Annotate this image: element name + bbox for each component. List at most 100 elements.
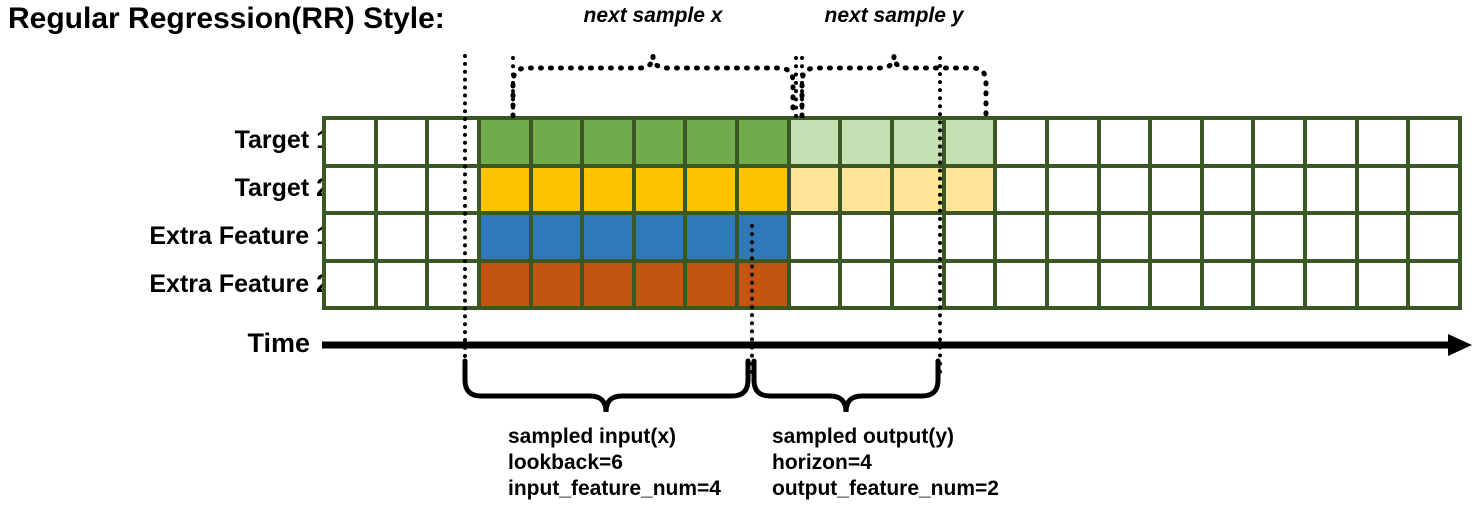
dotted-guide-input-start [463,54,467,374]
grid-cell-r0-c11 [894,120,942,164]
grid-cell-r0-c16 [1152,120,1200,164]
grid-cell-r3-c17 [1203,262,1252,306]
grid-cell-r1-c1 [377,167,426,211]
row-label-extra-feature-2: Extra Feature 2 [149,270,330,298]
grid-cell-r1-c8 [739,167,787,211]
grid-cell-r2-c5 [584,215,632,259]
grid-cell-r3-c2 [429,262,477,306]
grid-cell-r2-c6 [635,215,684,259]
grid-cell-r0-c0 [326,120,374,164]
grid-cell-r2-c18 [1255,215,1304,259]
grid-cell-r0-c15 [1100,120,1149,164]
grid-cell-r3-c5 [584,262,632,306]
grid-cell-r0-c20 [1358,120,1407,164]
grid-cell-r3-c3 [480,262,529,306]
grid-cell-r2-c1 [377,215,426,259]
top-brace-caption-next-sample-x: next sample x [583,4,723,27]
grid-cell-r1-c15 [1100,167,1149,211]
grid-cell-r2-c13 [997,215,1045,259]
grid-cell-r2-c3 [480,215,529,259]
grid-cell-r2-c12 [945,215,994,259]
grid-cell-r1-c3 [480,167,529,211]
time-axis-arrow [322,334,1472,356]
grid-cell-r3-c4 [532,262,581,306]
grid-cell-r1-c18 [1255,167,1304,211]
row-label-target-1: Target 1 [234,126,330,154]
grid-cell-r0-c17 [1203,120,1252,164]
grid-cell-r1-c4 [532,167,581,211]
grid-cell-r2-c21 [1410,215,1458,259]
grid-cell-r0-c21 [1410,120,1458,164]
bottom-caption-output-line-3: output_feature_num=2 [772,477,999,500]
grid-cell-r2-c11 [894,215,942,259]
grid-cell-r2-c10 [842,215,890,259]
bottom-caption-input-line-3: input_feature_num=4 [508,477,721,500]
grid-cell-r1-c2 [429,167,477,211]
grid-cell-r1-c21 [1410,167,1458,211]
grid-cell-r1-c6 [635,167,684,211]
bottom-caption-output-line-2: horizon=4 [772,451,872,474]
grid-cell-r2-c9 [790,215,839,259]
grid-cell-r3-c20 [1358,262,1407,306]
grid-cell-r0-c6 [635,120,684,164]
grid-cell-r3-c0 [326,262,374,306]
grid-cell-r0-c4 [532,120,581,164]
grid-cell-r0-c5 [584,120,632,164]
grid-cell-r3-c14 [1048,262,1097,306]
grid-cell-r2-c7 [687,215,736,259]
bottom-caption-input-line-1: sampled input(x) [508,425,677,448]
grid-cell-r3-c1 [377,262,426,306]
grid-cell-r2-c15 [1100,215,1149,259]
grid-cell-r2-c0 [326,215,374,259]
grid-cell-r3-c18 [1255,262,1304,306]
grid-cell-r0-c1 [377,120,426,164]
bottom-brace-caption-output: sampled output(y) horizon=4 output_featu… [772,424,999,502]
grid-cell-r2-c2 [429,215,477,259]
grid-cell-r1-c13 [997,167,1045,211]
grid-cell-r1-c17 [1203,167,1252,211]
page-title: Regular Regression(RR) Style: [8,2,445,35]
grid-cell-r0-c2 [429,120,477,164]
dotted-guide-x-brace-right [794,56,798,118]
grid-cell-r0-c19 [1307,120,1355,164]
timeseries-grid [322,116,1462,310]
grid-cell-r2-c16 [1152,215,1200,259]
grid-cell-r1-c10 [842,167,890,211]
grid-cell-r1-c14 [1048,167,1097,211]
grid-cell-r2-c20 [1358,215,1407,259]
grid-cell-r2-c8 [739,215,787,259]
grid-cell-r3-c12 [945,262,994,306]
grid-cell-r3-c11 [894,262,942,306]
grid-cell-r0-c12 [945,120,994,164]
grid-cell-r1-c16 [1152,167,1200,211]
grid-cell-r3-c21 [1410,262,1458,306]
grid-cell-r0-c3 [480,120,529,164]
grid-cell-r3-c7 [687,262,736,306]
grid-cell-r3-c13 [997,262,1045,306]
dotted-guide-output-end [938,56,942,374]
grid-cell-r3-c15 [1100,262,1149,306]
grid-cell-r1-c9 [790,167,839,211]
bottom-caption-input-line-2: lookback=6 [508,451,623,474]
dotted-guide-input-end [750,224,754,374]
grid-cell-r1-c11 [894,167,942,211]
grid-cell-r3-c8 [739,262,787,306]
bottom-caption-output-line-1: sampled output(y) [772,425,954,448]
row-label-target-2: Target 2 [234,174,330,202]
time-axis-label: Time [247,328,310,358]
grid-cell-r3-c10 [842,262,890,306]
grid-cell-r1-c0 [326,167,374,211]
grid-cell-r0-c14 [1048,120,1097,164]
grid-cell-r1-c19 [1307,167,1355,211]
grid-cell-r0-c9 [790,120,839,164]
bottom-brace-caption-input: sampled input(x) lookback=6 input_featur… [508,424,721,502]
grid-cell-r2-c14 [1048,215,1097,259]
grid-cell-r1-c7 [687,167,736,211]
grid-cell-r3-c16 [1152,262,1200,306]
grid-cell-r0-c8 [739,120,787,164]
grid-cell-r0-c13 [997,120,1045,164]
grid-cell-r3-c9 [790,262,839,306]
grid-cell-r0-c18 [1255,120,1304,164]
grid-cell-r2-c17 [1203,215,1252,259]
